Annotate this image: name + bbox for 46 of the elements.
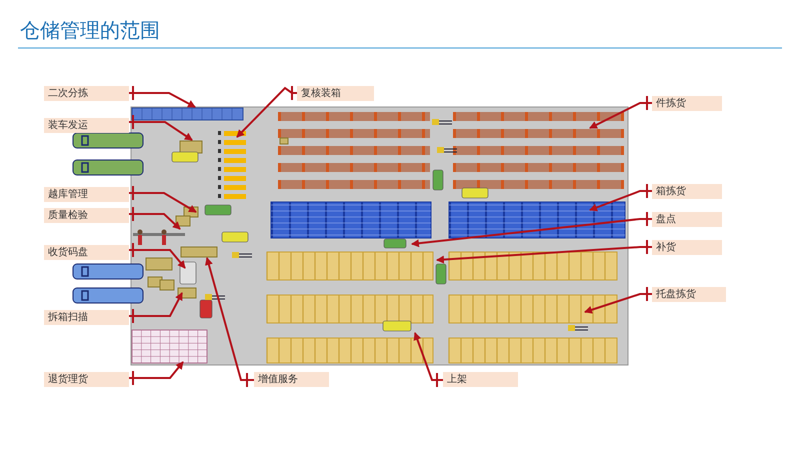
- label-box: [44, 372, 129, 387]
- leader-line: [205, 257, 255, 388]
- label-text: 拆箱扫描: [48, 310, 88, 325]
- label-text: 越库管理: [48, 188, 88, 202]
- label-box: [44, 245, 129, 260]
- label-text: 箱拣货: [656, 184, 686, 199]
- label-text: 复核装箱: [301, 86, 341, 101]
- label-box: [652, 212, 722, 227]
- label-text: 二次分拣: [48, 86, 88, 101]
- leader-line: [236, 85, 298, 138]
- leader-line: [128, 361, 184, 386]
- label-text: 增值服务: [258, 373, 298, 387]
- label-box: [297, 86, 374, 101]
- label-text: 收货码盘: [48, 246, 88, 260]
- label-box: [652, 287, 726, 302]
- label-text: 件拣货: [656, 96, 686, 111]
- label-box: [652, 184, 722, 199]
- leader-line: [128, 185, 197, 213]
- leader-line: [128, 242, 186, 269]
- label-box: [44, 208, 129, 223]
- leader-line: [589, 95, 653, 129]
- leader-line: [128, 114, 193, 141]
- label-box: [652, 96, 722, 111]
- label-box: [652, 240, 722, 255]
- label-text: 退货理货: [48, 372, 88, 387]
- label-box: [443, 372, 518, 387]
- leader-line: [436, 239, 653, 264]
- label-box: [254, 372, 329, 387]
- leader-line: [128, 85, 196, 108]
- leader-line: [414, 332, 444, 388]
- label-box: [44, 187, 129, 202]
- leader-line: [128, 292, 183, 324]
- label-text: 质量检验: [48, 208, 88, 223]
- label-box: [44, 86, 129, 101]
- page-title: 仓储管理的范围: [20, 17, 160, 44]
- label-text: 上架: [447, 372, 467, 387]
- label-text: 补货: [656, 240, 676, 255]
- label-text: 装车发运: [48, 118, 88, 133]
- leader-line: [411, 211, 653, 248]
- leader-line: [589, 183, 653, 212]
- label-box: [44, 118, 129, 133]
- label-box: [44, 310, 129, 325]
- leader-line: [128, 206, 181, 230]
- label-text: 托盘拣货: [656, 288, 696, 302]
- leader-line: [584, 286, 653, 314]
- label-text: 盘点: [656, 212, 676, 227]
